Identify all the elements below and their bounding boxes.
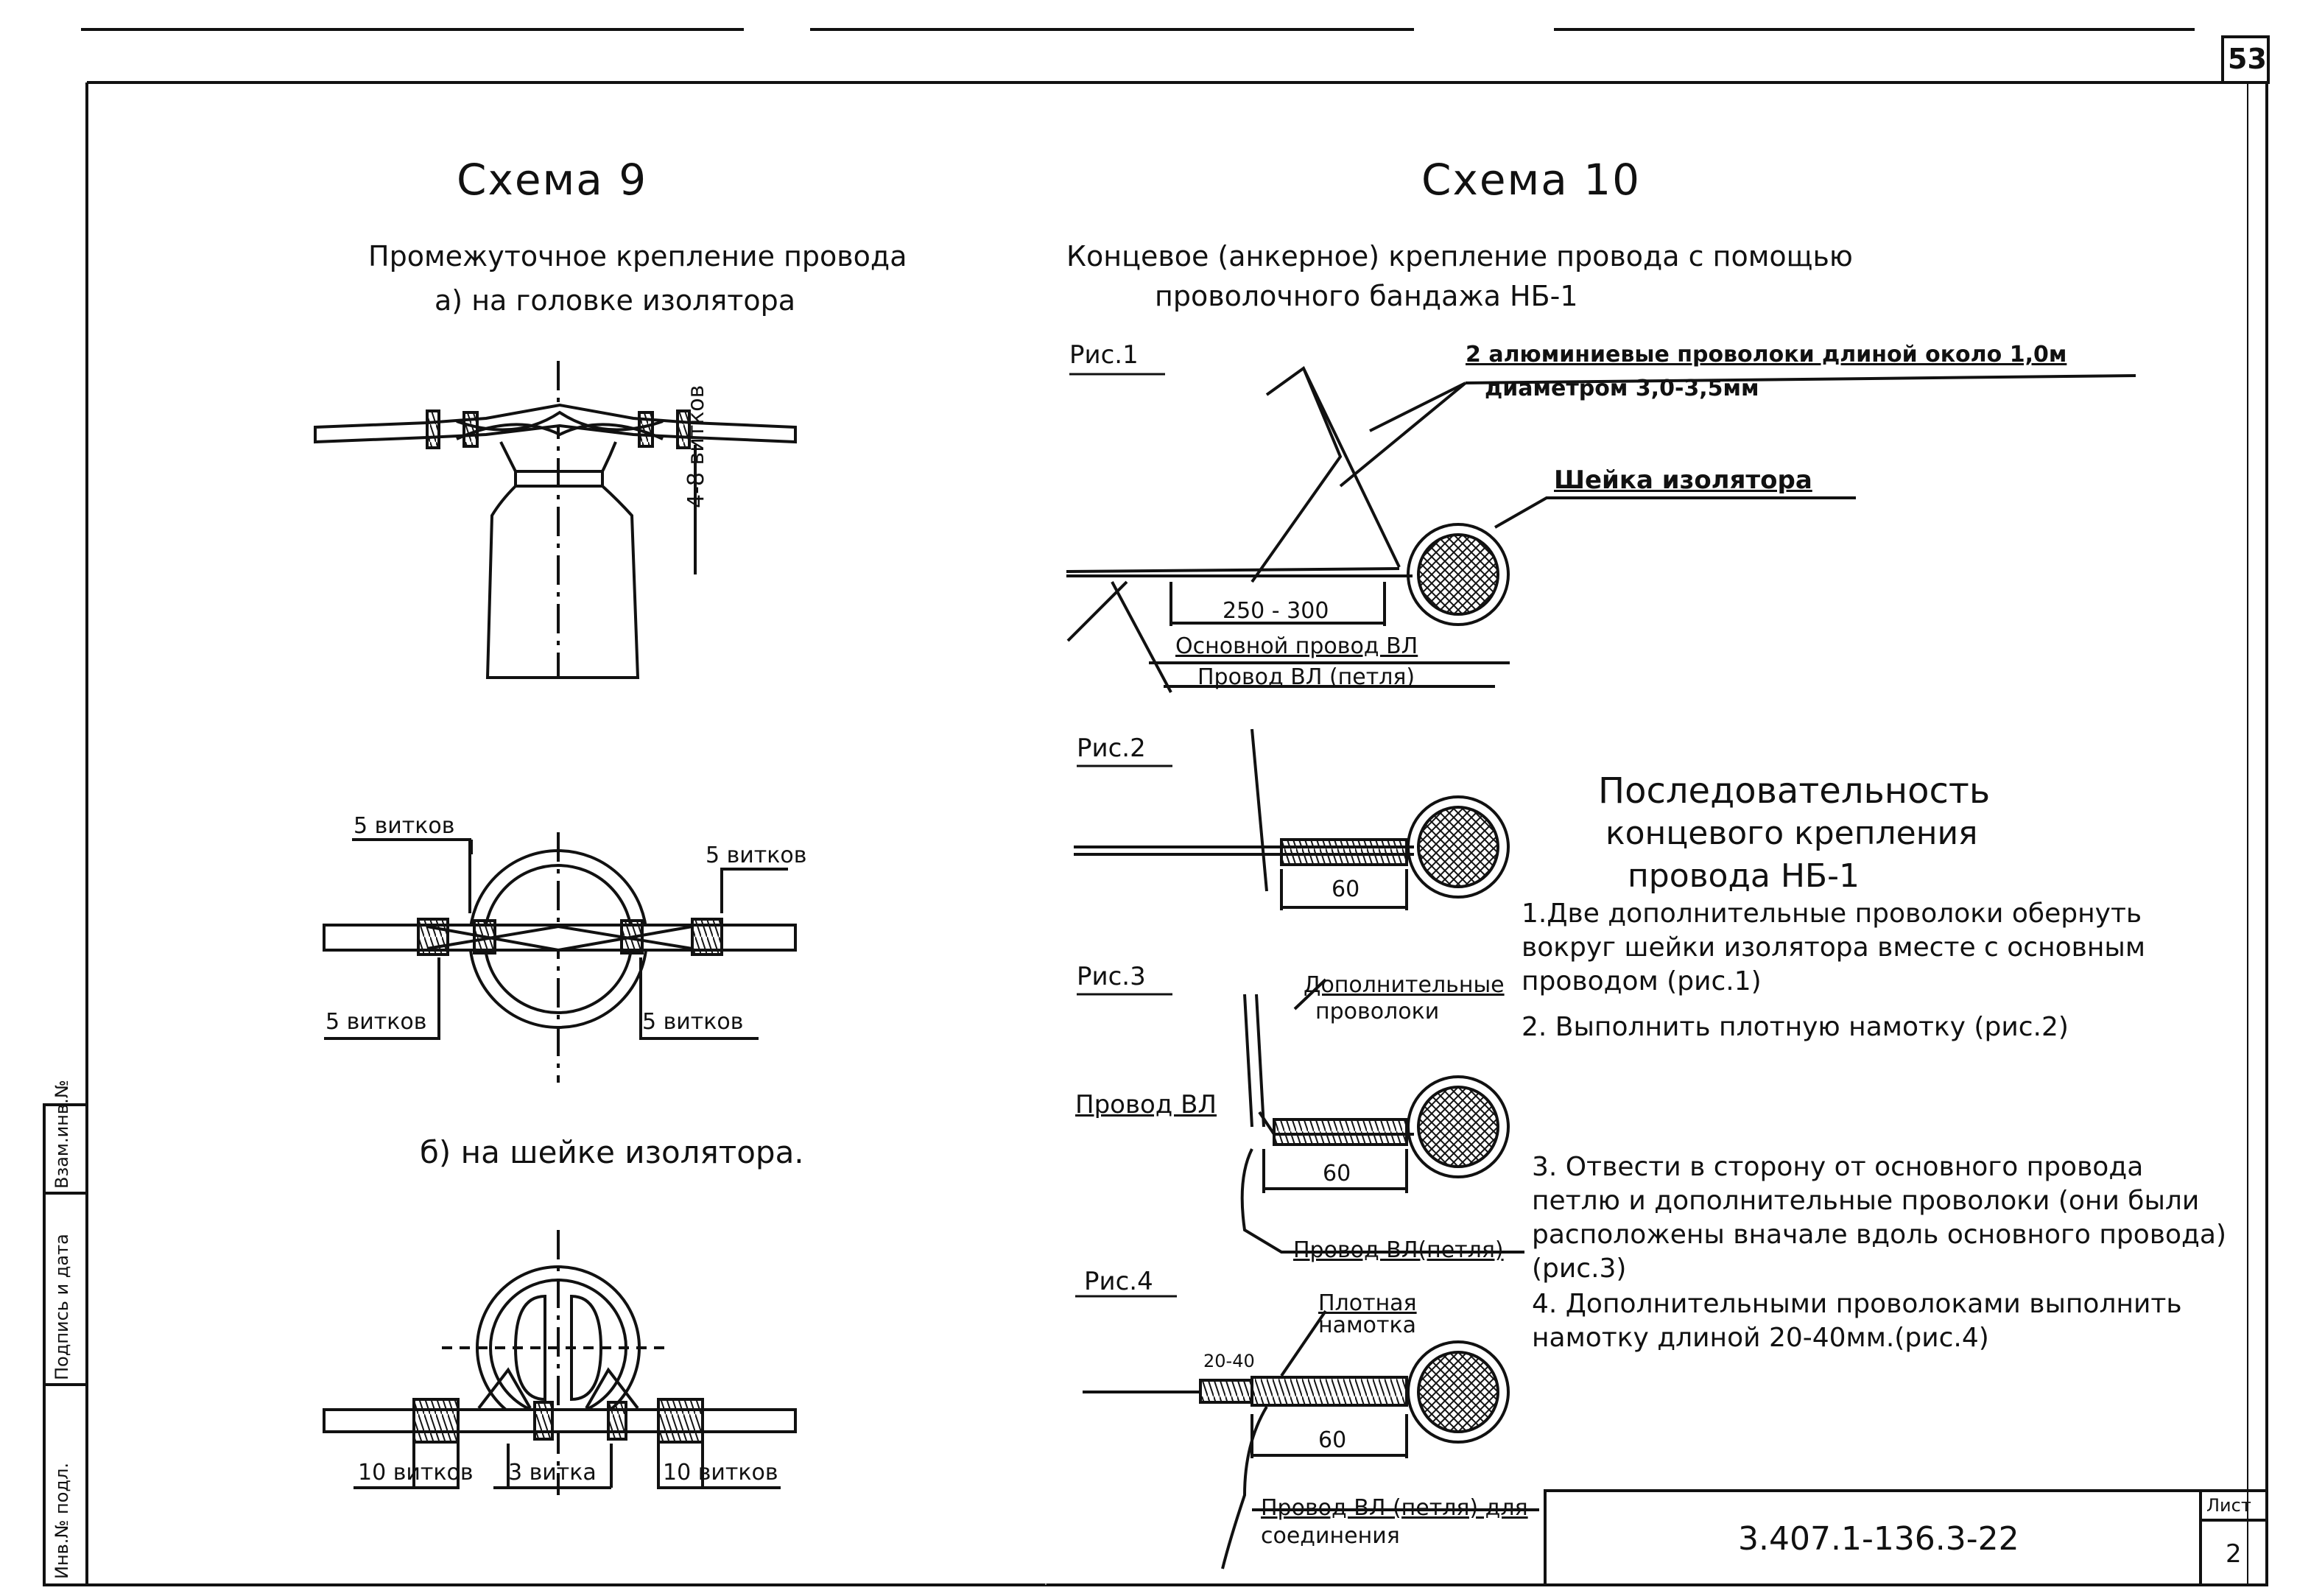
label-turns-bottom-left: 5 витков — [326, 1009, 427, 1035]
dim-turns-a: 4-8 витков — [683, 384, 709, 508]
scheme9-subtitle: Промежуточное крепление провода — [368, 240, 907, 273]
fig4-loop-1: Провод ВЛ (петля) для — [1261, 1495, 1528, 1521]
fig4-tight-1: Плотная — [1318, 1290, 1417, 1316]
scheme9-variant-b: б) на шейке изолятора. — [420, 1134, 804, 1170]
scheme10-subtitle-1: Концевое (анкерное) крепление провода с … — [1066, 240, 1853, 273]
insulator-neck-figure — [323, 1230, 797, 1495]
drawing-frame — [43, 35, 2270, 1586]
sheet-number: 2 — [2226, 1539, 2242, 1569]
fig1-neck-note: Шейка изолятора — [1554, 465, 1812, 495]
sequence-title-1: Последовательность — [1598, 770, 1991, 812]
fig1-dimension: 250 - 300 — [1223, 598, 1329, 624]
fig4-loop-2: соединения — [1261, 1523, 1400, 1549]
sequence-step-2: 2. Выполнить плотную намотку (рис.2) — [1522, 1012, 2069, 1042]
fig3-dimension: 60 — [1323, 1161, 1351, 1187]
fig2-label: Рис.2 — [1077, 734, 1146, 763]
insulator-top-view-figure — [323, 832, 797, 1083]
fig3-wire: Провод ВЛ — [1075, 1090, 1217, 1119]
scheme9-title: Схема 9 — [457, 155, 648, 205]
sequence-step-4: 4. Дополнительными проволоками выполнить… — [1532, 1289, 2182, 1353]
sheet-label: Лист — [2206, 1495, 2251, 1516]
stamp-replacement-inventory: Взам.инв.№ — [52, 1080, 72, 1189]
sequence-title-3: провода НБ-1 — [1628, 857, 1860, 895]
sequence-title-2: концевого крепления — [1605, 815, 1978, 852]
label-turns-top-right: 5 витков — [706, 843, 807, 868]
fig4-drawing — [1083, 1310, 1539, 1569]
stamp-inventory-number: Инв.№ подл. — [52, 1463, 72, 1579]
insulator-head-figure — [314, 361, 797, 679]
fig4-tight-2: намотка — [1318, 1312, 1416, 1338]
stamp-signature-date: Подпись и дата — [52, 1234, 72, 1380]
label-turns-neck-right: 10 витков — [663, 1460, 778, 1486]
label-turns-bottom-right: 5 витков — [642, 1009, 744, 1035]
fig3-extra-wires-2: проволоки — [1315, 999, 1440, 1024]
sequence-step-1: 1.Две дополнительные проволоки обернуть … — [1522, 899, 2145, 996]
label-turns-neck-mid: 3 витка — [508, 1460, 597, 1486]
fig4-dimension: 60 — [1318, 1427, 1347, 1453]
page-number: 53 — [2228, 43, 2267, 75]
fig1-wire-note-1: 2 алюминиевые проволоки длиной около 1,0… — [1466, 342, 2067, 368]
fig1-label: Рис.1 — [1069, 340, 1139, 370]
fig3-loop: Провод ВЛ(петля) — [1293, 1237, 1504, 1263]
fig2-dimension: 60 — [1332, 876, 1360, 902]
fig1-drawing — [1066, 365, 2136, 693]
fig3-extra-wires-1: Дополнительные — [1304, 972, 1505, 998]
fig1-wire-note-2: диаметром 3,0-3,5мм — [1485, 376, 1759, 401]
fig3-label: Рис.3 — [1077, 962, 1146, 991]
fig2-drawing — [1074, 728, 1510, 910]
document-code: 3.407.1-136.3-22 — [1738, 1520, 2019, 1558]
scheme10-title: Схема 10 — [1421, 155, 1642, 205]
scheme9-variant-a: а) на головке изолятора — [435, 284, 796, 317]
fig1-loop-wire: Провод ВЛ (петля) — [1197, 664, 1415, 690]
fig3-drawing — [1240, 978, 1524, 1254]
fig4-label: Рис.4 — [1084, 1267, 1153, 1296]
fig1-main-wire: Основной провод ВЛ — [1175, 633, 1418, 659]
label-turns-neck-left: 10 витков — [358, 1460, 474, 1486]
scheme10-subtitle-2: проволочного бандажа НБ-1 — [1155, 280, 1578, 312]
sequence-step-3: 3. Отвести в сторону от основного провод… — [1532, 1152, 2227, 1284]
label-turns-top-left: 5 витков — [353, 813, 455, 839]
fig4-small-dimension: 20-40 — [1203, 1351, 1255, 1371]
